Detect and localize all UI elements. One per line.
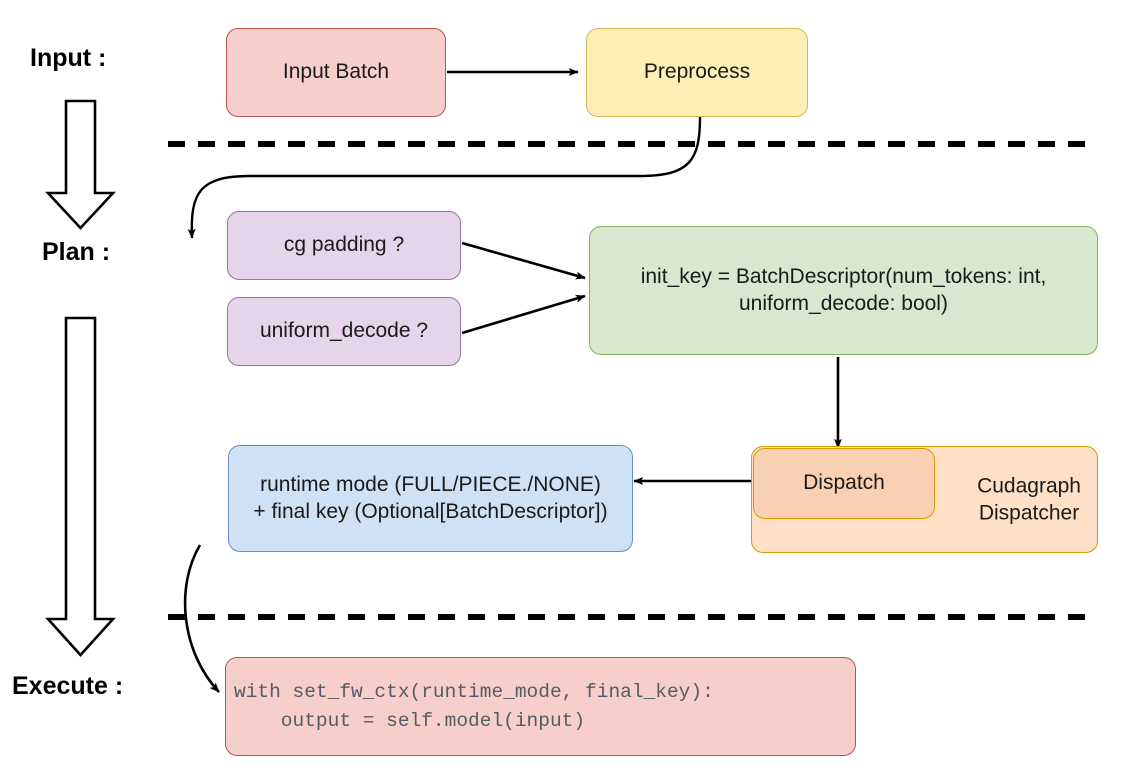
node-preprocess-label: Preprocess bbox=[643, 60, 751, 84]
stage-label-plan: Plan : bbox=[42, 238, 111, 266]
plan-to-execute-flow-arrow bbox=[45, 316, 116, 657]
stage-label-execute: Execute : bbox=[12, 672, 124, 700]
node-init-key[interactable]: init_key = BatchDescriptor(num_tokens: i… bbox=[589, 226, 1098, 355]
node-init-key-label: init_key = BatchDescriptor(num_tokens: i… bbox=[640, 264, 1047, 315]
stage-label-input: Input : bbox=[30, 44, 107, 72]
node-dispatch[interactable]: Dispatch bbox=[753, 448, 935, 519]
node-input-batch-label: Input Batch bbox=[282, 60, 390, 84]
node-cudagraph-dispatcher-label: Cudagraph Dispatcher bbox=[977, 474, 1081, 525]
edge-cg-padding-to-init-key bbox=[461, 241, 586, 280]
node-input-batch[interactable]: Input Batch bbox=[226, 28, 446, 117]
node-cg-padding-label: cg padding ? bbox=[283, 233, 405, 257]
input-to-plan-flow-arrow bbox=[45, 99, 116, 230]
node-preprocess[interactable]: Preprocess bbox=[586, 28, 808, 117]
edge-runtime-mode-to-code-block bbox=[183, 544, 220, 693]
node-code-block-label: with set_fw_ctx(runtime_mode, final_key)… bbox=[234, 681, 714, 732]
edge-uniform-decode-to-init-key bbox=[461, 294, 586, 335]
node-uniform-decode-label: uniform_decode ? bbox=[259, 319, 429, 343]
node-cg-padding[interactable]: cg padding ? bbox=[227, 211, 461, 280]
node-dispatch-label: Dispatch bbox=[803, 471, 885, 495]
node-runtime-mode-label: runtime mode (FULL/PIECE./NONE) + final … bbox=[253, 472, 608, 523]
node-uniform-decode[interactable]: uniform_decode ? bbox=[227, 297, 461, 366]
node-runtime-mode[interactable]: runtime mode (FULL/PIECE./NONE) + final … bbox=[228, 445, 633, 552]
node-code-block[interactable]: with set_fw_ctx(runtime_mode, final_key)… bbox=[225, 657, 856, 756]
